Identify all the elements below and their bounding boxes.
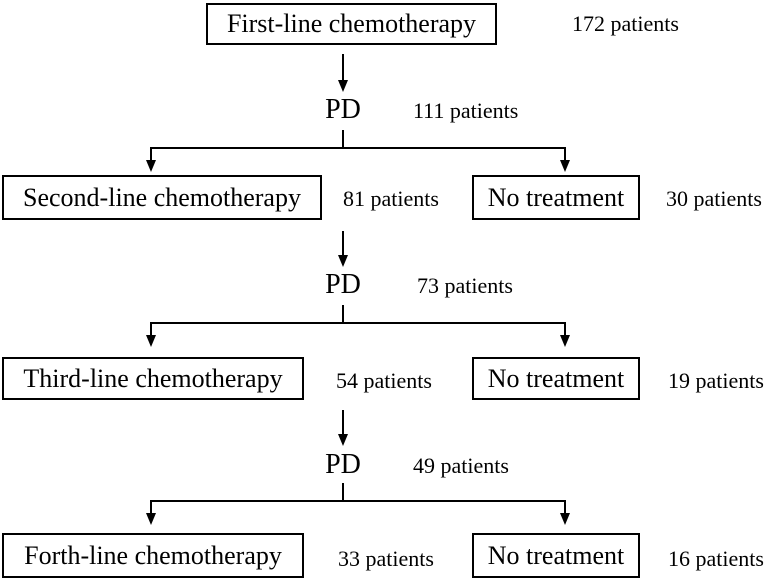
arrow-line-to-pd-1 [342, 54, 344, 80]
arrowhead-down-right-3 [560, 513, 570, 525]
branch-right-drop-1 [564, 149, 566, 161]
patient-count-no-treatment-1: 30 patients [666, 186, 762, 211]
arrowhead-down-to-pd-1 [338, 80, 348, 92]
branch-right-drop-2 [564, 324, 566, 336]
flow-box-no-treatment-1: No treatment [472, 175, 640, 220]
branch-left-drop-1 [150, 149, 152, 161]
branch-stem-2 [342, 305, 344, 323]
flow-box-no-treatment-3: No treatment [472, 533, 640, 578]
patient-count-forth-line: 33 patients [338, 546, 434, 571]
patient-count-first-line: 172 patients [572, 11, 679, 36]
branch-line-2 [150, 322, 566, 324]
arrowhead-down-to-pd-2 [338, 255, 348, 267]
branch-stem-1 [342, 130, 344, 148]
flow-box-label: Third-line chemotherapy [23, 363, 283, 393]
arrowhead-down-right-2 [560, 335, 570, 347]
arrow-line-to-pd-3 [342, 410, 344, 435]
patient-count-pd-1: 111 patients [413, 98, 519, 123]
flow-box-label: No treatment [487, 540, 625, 570]
arrow-line-to-pd-2 [342, 231, 344, 256]
patient-count-pd-3: 49 patients [413, 453, 509, 478]
patient-count-second-line: 81 patients [343, 186, 439, 211]
branch-left-drop-2 [150, 324, 152, 336]
flow-box-label: No treatment [487, 182, 625, 212]
branch-left-drop-3 [150, 502, 152, 514]
patient-count-no-treatment-3: 16 patients [668, 546, 764, 571]
patient-count-third-line: 54 patients [336, 368, 432, 393]
branch-right-drop-3 [564, 502, 566, 514]
branch-line-3 [150, 500, 566, 502]
arrowhead-down-left-1 [146, 160, 156, 172]
patient-count-pd-2: 73 patients [417, 273, 513, 298]
flow-box-forth-line-chemotherapy: Forth-line chemotherapy [2, 533, 304, 578]
pd-label-1: PD [325, 94, 361, 125]
pd-label-3: PD [325, 449, 361, 480]
arrowhead-down-right-1 [560, 160, 570, 172]
flow-box-third-line-chemotherapy: Third-line chemotherapy [2, 357, 304, 400]
arrowhead-down-to-pd-3 [338, 434, 348, 446]
arrowhead-down-left-3 [146, 513, 156, 525]
arrowhead-down-left-2 [146, 335, 156, 347]
branch-line-1 [150, 147, 566, 149]
flow-box-label: Forth-line chemotherapy [24, 540, 282, 570]
flow-box-label: Second-line chemotherapy [23, 182, 301, 212]
flow-box-second-line-chemotherapy: Second-line chemotherapy [2, 175, 322, 220]
pd-label-2: PD [325, 269, 361, 300]
patient-count-no-treatment-2: 19 patients [668, 368, 764, 393]
flow-box-label: First-line chemotherapy [226, 9, 477, 38]
flow-box-label: No treatment [487, 363, 625, 393]
branch-stem-3 [342, 483, 344, 501]
flow-box-no-treatment-2: No treatment [472, 357, 640, 400]
flow-box-first-line-chemotherapy: First-line chemotherapy [206, 3, 497, 45]
